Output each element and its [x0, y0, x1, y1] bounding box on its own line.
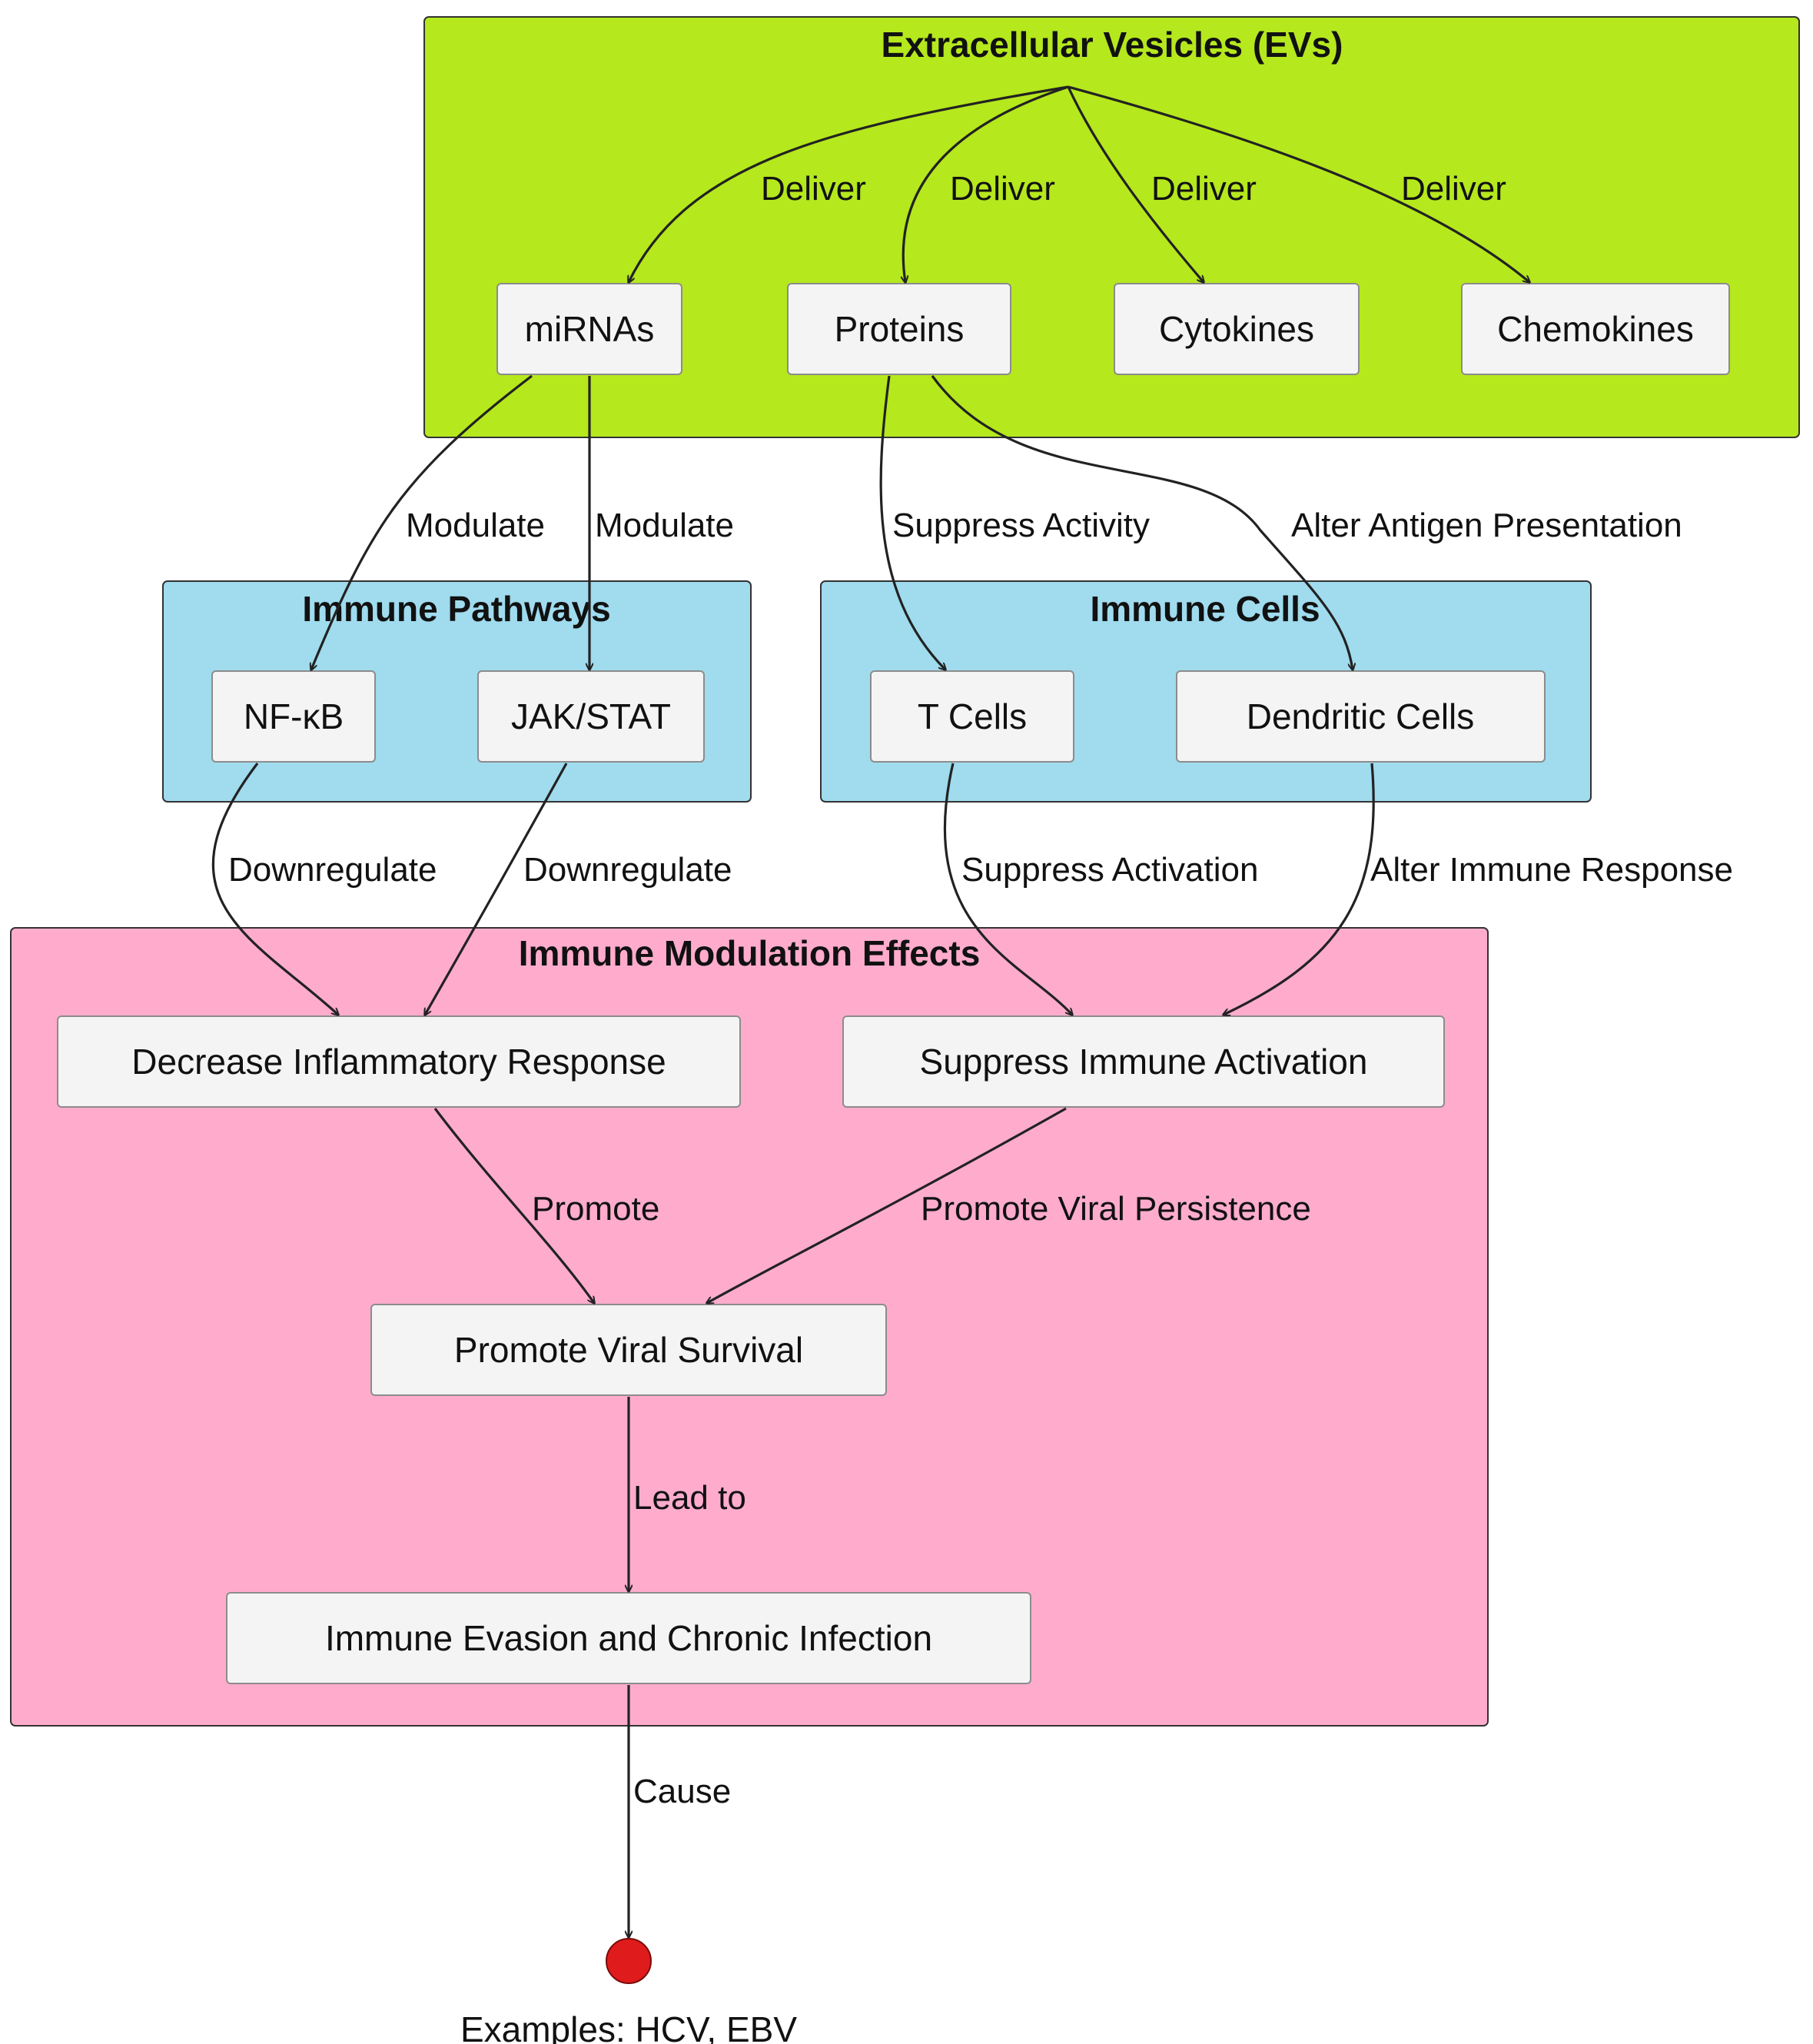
- node-immune-evasion-label: Immune Evasion and Chronic Infection: [325, 1618, 932, 1658]
- node-dendritic: Dendritic Cells: [1176, 670, 1546, 763]
- node-jakstat: JAK/STAT: [477, 670, 705, 763]
- evs-group: [423, 16, 1800, 438]
- edge-label-deliver-mirnas: Deliver: [761, 170, 866, 208]
- node-dendritic-label: Dendritic Cells: [1247, 696, 1475, 736]
- edge-label-proteins-tcells: Suppress Activity: [892, 507, 1150, 544]
- edge-label-deliver-proteins: Deliver: [950, 170, 1055, 208]
- edge-nfkb-decrease: [211, 763, 338, 1015]
- edge-mirnas-nfkb: [311, 374, 533, 670]
- terminal-label: Examples: HCV, EBV: [460, 2009, 797, 2044]
- node-jakstat-label: JAK/STAT: [511, 696, 671, 736]
- edge-proteins-tcells: [879, 375, 945, 670]
- edge-label-proteins-dendritic: Alter Antigen Presentation: [1291, 507, 1682, 544]
- node-chemokines-label: Chemokines: [1497, 309, 1694, 349]
- node-mirnas: miRNAs: [496, 283, 682, 375]
- edge-deliver-cytokines: [1067, 86, 1204, 282]
- cells-group-title: Immune Cells: [1090, 589, 1320, 629]
- edge-dendritic-suppress: [1224, 763, 1375, 1015]
- node-immune-evasion: Immune Evasion and Chronic Infection: [226, 1592, 1031, 1684]
- edge-label-suppress-promote: Promote Viral Persistence: [921, 1190, 1311, 1228]
- node-decrease-inflammatory: Decrease Inflammatory Response: [57, 1015, 741, 1108]
- edge-deliver-proteins: [903, 85, 1069, 282]
- edge-tcells-suppress: [943, 763, 1072, 1015]
- edge-label-tcells-suppress: Suppress Activation: [961, 851, 1258, 889]
- edge-label-deliver-cytokines: Deliver: [1151, 170, 1257, 208]
- edge-label-mirnas-nfkb: Modulate: [406, 507, 545, 544]
- node-mirnas-label: miRNAs: [525, 309, 655, 349]
- edge-label-deliver-chemokines: Deliver: [1401, 170, 1506, 208]
- edge-proteins-dendritic: [931, 375, 1353, 670]
- edge-suppress-promote: [707, 1107, 1067, 1303]
- node-promote-survival: Promote Viral Survival: [370, 1304, 887, 1396]
- node-tcells-label: T Cells: [918, 696, 1027, 736]
- effects-group-title: Immune Modulation Effects: [519, 933, 981, 973]
- node-cytokines: Cytokines: [1114, 283, 1360, 375]
- edge-jakstat-decrease: [425, 763, 568, 1015]
- node-nfkb: NF-κB: [211, 670, 376, 763]
- node-proteins-label: Proteins: [835, 309, 965, 349]
- node-suppress-immune-label: Suppress Immune Activation: [920, 1042, 1368, 1082]
- edge-label-decrease-promote: Promote: [532, 1190, 659, 1228]
- edge-label-nfkb-decrease: Downregulate: [228, 851, 437, 889]
- node-suppress-immune: Suppress Immune Activation: [842, 1015, 1445, 1108]
- edge-label-dendritic-suppress: Alter Immune Response: [1370, 851, 1733, 889]
- edge-label-mirnas-jakstat: Modulate: [595, 507, 734, 544]
- edge-label-promote-evasion: Lead to: [633, 1479, 746, 1517]
- node-chemokines: Chemokines: [1461, 283, 1730, 375]
- node-decrease-inflammatory-label: Decrease Inflammatory Response: [131, 1042, 666, 1082]
- node-proteins: Proteins: [787, 283, 1011, 375]
- evs-group-title: Extracellular Vesicles (EVs): [882, 25, 1343, 65]
- pathways-group-title: Immune Pathways: [302, 589, 610, 629]
- node-promote-survival-label: Promote Viral Survival: [454, 1330, 803, 1370]
- edge-deliver-chemokines: [1068, 85, 1529, 282]
- terminal-end-node: [606, 1938, 652, 1984]
- edge-decrease-promote: [433, 1108, 594, 1303]
- node-tcells: T Cells: [870, 670, 1074, 763]
- node-nfkb-label: NF-κB: [244, 696, 344, 736]
- edge-label-jakstat-decrease: Downregulate: [523, 851, 732, 889]
- edge-deliver-mirnas: [629, 85, 1069, 282]
- node-cytokines-label: Cytokines: [1159, 309, 1314, 349]
- edge-label-evasion-end: Cause: [633, 1773, 731, 1810]
